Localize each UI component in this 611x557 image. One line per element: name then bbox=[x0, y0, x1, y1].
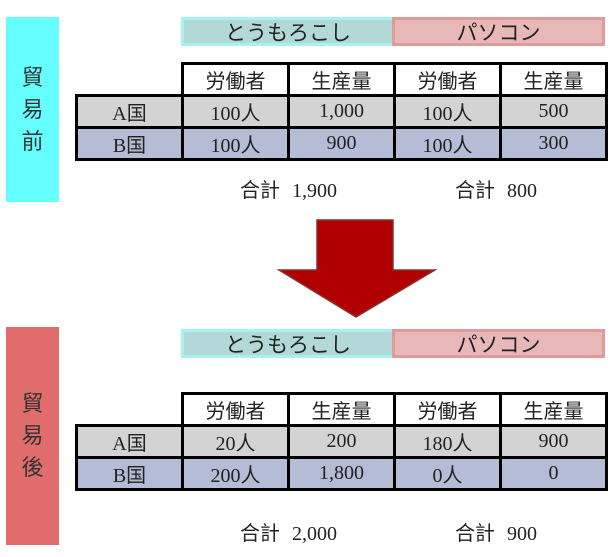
column-header: 生産量 bbox=[287, 62, 396, 97]
table-cell: 20人 bbox=[181, 424, 290, 459]
total-value: 800 bbox=[507, 180, 537, 202]
goods-header-pc: パソコン bbox=[392, 329, 605, 358]
table-cell: 100人 bbox=[393, 94, 502, 129]
table-cell: 500 bbox=[499, 94, 608, 129]
column-header: 労働者 bbox=[393, 62, 502, 97]
total-corn: 合計 1,900 bbox=[240, 174, 337, 203]
empty-cell bbox=[76, 63, 183, 97]
table-cell: 100人 bbox=[181, 126, 290, 161]
total-label: 合計 bbox=[240, 523, 280, 545]
section-label-char: 貿 bbox=[21, 64, 44, 90]
table-cell: 0 bbox=[499, 456, 608, 491]
section-label-char: 後 bbox=[21, 455, 44, 480]
country-label: A国 bbox=[75, 424, 184, 459]
section-label-char: 易 bbox=[21, 96, 44, 122]
column-header: 生産量 bbox=[499, 62, 608, 97]
goods-label: とうもろこし bbox=[225, 332, 351, 357]
table-cell: 1,000 bbox=[287, 94, 396, 129]
country-label: A国 bbox=[75, 94, 184, 129]
section-label-char: 前 bbox=[21, 128, 44, 154]
table-cell: 0人 bbox=[393, 456, 502, 491]
total-value: 2,000 bbox=[292, 523, 337, 545]
table-header-row: 労働者生産量労働者生産量 bbox=[76, 62, 608, 97]
table-cell: 900 bbox=[287, 126, 396, 161]
section-label-char: 貿 bbox=[21, 391, 44, 416]
table-cell: 180人 bbox=[393, 424, 502, 459]
total-pc: 合計 900 bbox=[455, 517, 537, 546]
goods-header-pc: パソコン bbox=[392, 17, 605, 46]
table-cell: 300 bbox=[499, 126, 608, 161]
table-cell: 100人 bbox=[181, 94, 290, 129]
total-value: 1,900 bbox=[292, 180, 337, 202]
goods-label: パソコン bbox=[456, 332, 541, 357]
table-cell: 1,800 bbox=[287, 456, 396, 491]
table-cell: 200人 bbox=[181, 456, 290, 491]
empty-cell bbox=[76, 393, 183, 427]
total-label: 合計 bbox=[240, 180, 280, 202]
total-label: 合計 bbox=[455, 523, 495, 545]
total-corn: 合計 2,000 bbox=[240, 517, 337, 546]
total-label: 合計 bbox=[455, 180, 495, 202]
country-label: B国 bbox=[75, 456, 184, 491]
total-value: 900 bbox=[507, 523, 537, 545]
goods-header-corn: とうもろこし bbox=[181, 17, 392, 46]
column-header: 生産量 bbox=[287, 392, 396, 427]
section-label-char: 易 bbox=[21, 423, 44, 448]
column-header: 生産量 bbox=[499, 392, 608, 427]
section-label-after: 貿易後 bbox=[6, 327, 59, 545]
table-header-row: 労働者生産量労働者生産量 bbox=[76, 392, 608, 427]
column-header: 労働者 bbox=[393, 392, 502, 427]
section-label-before: 貿易前 bbox=[6, 17, 59, 202]
country-label: B国 bbox=[75, 126, 184, 161]
total-pc: 合計 800 bbox=[455, 174, 537, 203]
goods-label: パソコン bbox=[456, 20, 541, 45]
table-cell: 900 bbox=[499, 424, 608, 459]
column-header: 労働者 bbox=[181, 62, 290, 97]
table-cell: 200 bbox=[287, 424, 396, 459]
goods-header-corn: とうもろこし bbox=[181, 329, 392, 358]
column-header: 労働者 bbox=[181, 392, 290, 427]
goods-label: とうもろこし bbox=[225, 20, 351, 45]
table-cell: 100人 bbox=[393, 126, 502, 161]
down-arrow-icon bbox=[277, 219, 437, 318]
